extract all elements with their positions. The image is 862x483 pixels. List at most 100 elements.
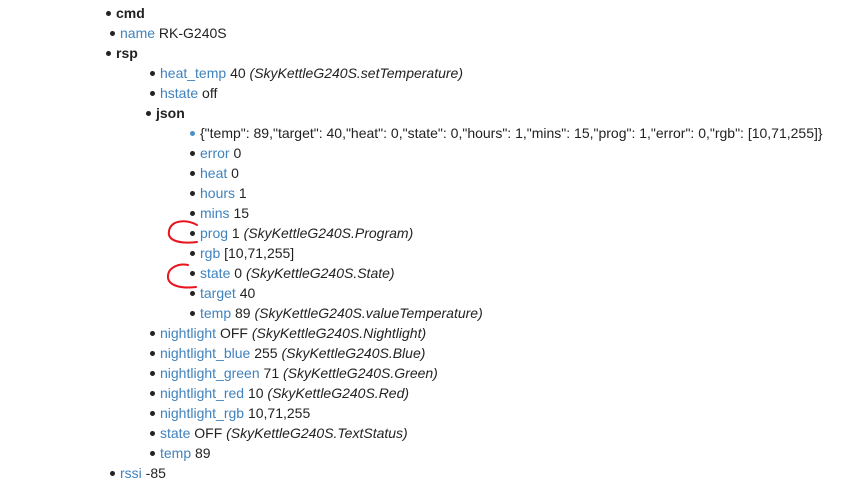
key-link-nightlight-rgb[interactable]: nightlight_rgb — [160, 405, 245, 421]
value-temp-json: 89 — [235, 305, 251, 321]
tree-item-json-raw: {"temp": 89,"target": 40,"heat": 0,"stat… — [190, 123, 823, 143]
bullet-icon — [150, 351, 155, 356]
note-state-json: (SkyKettleG240S.State) — [245, 265, 395, 281]
value-rgb: [10,71,255] — [224, 245, 295, 261]
key-link-nightlight-red[interactable]: nightlight_red — [160, 385, 245, 401]
tree-item-rssi: rssi -85 — [110, 463, 166, 483]
bullet-icon — [190, 191, 195, 196]
key-link-heat[interactable]: heat — [200, 165, 228, 181]
key-link-temp-json[interactable]: temp — [200, 305, 232, 321]
value-state: OFF — [194, 425, 223, 441]
value-prog: 1 — [231, 225, 240, 241]
key-link-hstate[interactable]: hstate — [160, 85, 199, 101]
value-heat: 0 — [231, 165, 239, 181]
key-link-mins[interactable]: mins — [200, 205, 230, 221]
note-prog: (SkyKettleG240S.Program) — [243, 225, 414, 241]
bullet-icon — [110, 31, 115, 36]
note-heat-temp: (SkyKettleG240S.setTemperature) — [249, 65, 464, 81]
key-link-nightlight[interactable]: nightlight — [160, 325, 217, 341]
value-json-raw: {"temp": 89,"target": 40,"heat": 0,"stat… — [200, 125, 823, 141]
value-heat-temp: 40 — [230, 65, 246, 81]
tree-item-temp-json: temp 89 (SkyKettleG240S.valueTemperature… — [190, 303, 483, 323]
key-link-nightlight-green[interactable]: nightlight_green — [160, 365, 260, 381]
key-link-state-json[interactable]: state — [200, 265, 231, 281]
tree-item-state-json: state 0 (SkyKettleG240S.State) — [190, 263, 395, 283]
value-hours: 1 — [238, 185, 247, 201]
key-link-state[interactable]: state — [160, 425, 191, 441]
node-label-cmd: cmd — [116, 5, 145, 21]
tree-item-state: state OFF (SkyKettleG240S.TextStatus) — [150, 423, 408, 443]
bullet-icon — [106, 51, 111, 56]
bullet-icon — [106, 11, 111, 16]
key-link-nightlight-blue[interactable]: nightlight_blue — [160, 345, 251, 361]
tree-item-target: target 40 — [190, 283, 256, 303]
bullet-icon — [150, 451, 155, 456]
tree-item-cmd: cmd — [106, 3, 145, 23]
value-temp: 89 — [195, 445, 211, 461]
note-nightlight-red: (SkyKettleG240S.Red) — [267, 385, 410, 401]
bullet-icon — [150, 371, 155, 376]
bullet-icon — [190, 251, 195, 256]
tree-item-nightlight-blue: nightlight_blue 255 (SkyKettleG240S.Blue… — [150, 343, 426, 363]
tree-item-heat: heat 0 — [190, 163, 239, 183]
red-annotation-mark-state — [166, 263, 197, 289]
bullet-icon — [190, 231, 195, 236]
bullet-icon — [150, 431, 155, 436]
key-link-error[interactable]: error — [200, 145, 230, 161]
bullet-icon — [150, 411, 155, 416]
value-nightlight: OFF — [219, 325, 248, 341]
key-link-prog[interactable]: prog — [200, 225, 229, 241]
key-link-temp[interactable]: temp — [160, 445, 192, 461]
tree-item-rsp: rsp — [106, 43, 138, 63]
note-nightlight-green: (SkyKettleG240S.Green) — [283, 365, 438, 381]
value-error: 0 — [233, 145, 242, 161]
value-state-json: 0 — [234, 265, 243, 281]
bullet-icon — [190, 271, 195, 276]
bullet-icon — [190, 291, 195, 296]
bullet-icon — [146, 111, 151, 116]
bullet-icon — [190, 131, 195, 136]
value-target: 40 — [239, 285, 256, 301]
tree-item-nightlight-rgb: nightlight_rgb 10,71,255 — [150, 403, 311, 423]
key-link-name[interactable]: name — [120, 25, 156, 41]
tree-item-name: name RK-G240S — [110, 23, 227, 43]
tree-item-error: error 0 — [190, 143, 242, 163]
bullet-icon — [190, 311, 195, 316]
value-nightlight-blue: 255 — [254, 345, 278, 361]
value-nightlight-red: 10 — [247, 385, 264, 401]
tree-item-prog: prog 1 (SkyKettleG240S.Program) — [190, 223, 414, 243]
note-temp-json: (SkyKettleG240S.valueTemperature) — [254, 305, 483, 321]
bullet-icon — [190, 211, 195, 216]
tree-item-heat-temp: heat_temp 40 (SkyKettleG240S.setTemperat… — [150, 63, 464, 83]
bullet-icon — [150, 391, 155, 396]
value-nightlight-green: 71 — [263, 365, 280, 381]
node-label-json: json — [156, 105, 185, 121]
tree-item-mins: mins 15 — [190, 203, 250, 223]
bullet-icon — [190, 151, 195, 156]
key-link-target[interactable]: target — [200, 285, 236, 301]
bullet-icon — [150, 91, 155, 96]
bullet-icon — [150, 331, 155, 336]
key-link-rssi[interactable]: rssi — [120, 465, 142, 481]
key-link-hours[interactable]: hours — [200, 185, 236, 201]
tree-item-nightlight-red: nightlight_red 10 (SkyKettleG240S.Red) — [150, 383, 410, 403]
value-hstate: off — [202, 85, 218, 101]
value-nightlight-rgb: 10,71,255 — [247, 405, 311, 421]
bullet-icon — [190, 171, 195, 176]
note-nightlight-blue: (SkyKettleG240S.Blue) — [281, 345, 426, 361]
value-mins: 15 — [233, 205, 250, 221]
node-label-rsp: rsp — [116, 45, 138, 61]
tree-item-temp: temp 89 — [150, 443, 211, 463]
key-link-heat-temp[interactable]: heat_temp — [160, 65, 227, 81]
tree-item-nightlight-green: nightlight_green 71 (SkyKettleG240S.Gree… — [150, 363, 438, 383]
tree-item-rgb: rgb [10,71,255] — [190, 243, 295, 263]
tree-item-json: json — [146, 103, 185, 123]
tree-item-nightlight: nightlight OFF (SkyKettleG240S.Nightligh… — [150, 323, 427, 343]
value-rssi: -85 — [145, 465, 166, 481]
note-state: (SkyKettleG240S.TextStatus) — [226, 425, 408, 441]
note-nightlight: (SkyKettleG240S.Nightlight) — [251, 325, 427, 341]
key-link-rgb[interactable]: rgb — [200, 245, 221, 261]
bullet-icon — [150, 71, 155, 76]
tree-item-hstate: hstate off — [150, 83, 218, 103]
value-name: RK-G240S — [158, 25, 227, 41]
